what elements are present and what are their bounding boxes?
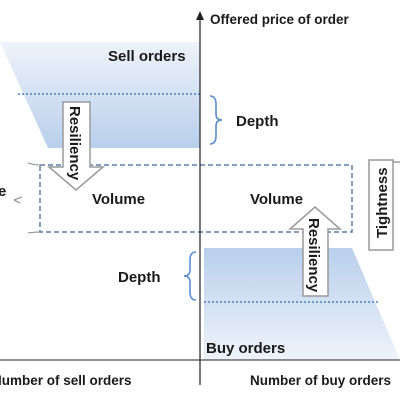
- resiliency-left-label: Resiliency: [66, 106, 83, 181]
- sell-orders-label: Sell orders: [108, 48, 186, 65]
- left-edge-tick-top: [27, 162, 41, 166]
- left-edge-small-arrow: [13, 196, 23, 204]
- buy-orders-region: [204, 248, 400, 360]
- depth-top-brace: [209, 95, 223, 145]
- depth-top-label: Depth: [236, 113, 279, 130]
- resiliency-up-arrow: [288, 206, 342, 297]
- x-axis-left-label: Number of sell orders: [0, 373, 132, 388]
- x-axis-right-label: Number of buy orders: [250, 373, 391, 388]
- volume-left-label: Volume: [92, 191, 145, 208]
- y-axis-label: Offered price of order: [210, 12, 350, 27]
- price-axis-arrowhead: [196, 11, 204, 20]
- sell-orders-region: [0, 42, 200, 148]
- left-edge-partial-label: e: [0, 183, 6, 200]
- buy-orders-label: Buy orders: [206, 340, 285, 357]
- tightness-label: Tightness: [374, 167, 391, 238]
- left-edge-tick-bottom: [27, 231, 41, 234]
- depth-bottom-brace: [183, 251, 197, 301]
- depth-bottom-label: Depth: [118, 269, 161, 286]
- resiliency-down-arrow: [46, 101, 106, 191]
- volume-dashed-box: [39, 164, 353, 233]
- resiliency-right-label: Resiliency: [305, 218, 322, 293]
- tightness-double-arrow: [368, 159, 394, 251]
- volume-right-label: Volume: [250, 191, 303, 208]
